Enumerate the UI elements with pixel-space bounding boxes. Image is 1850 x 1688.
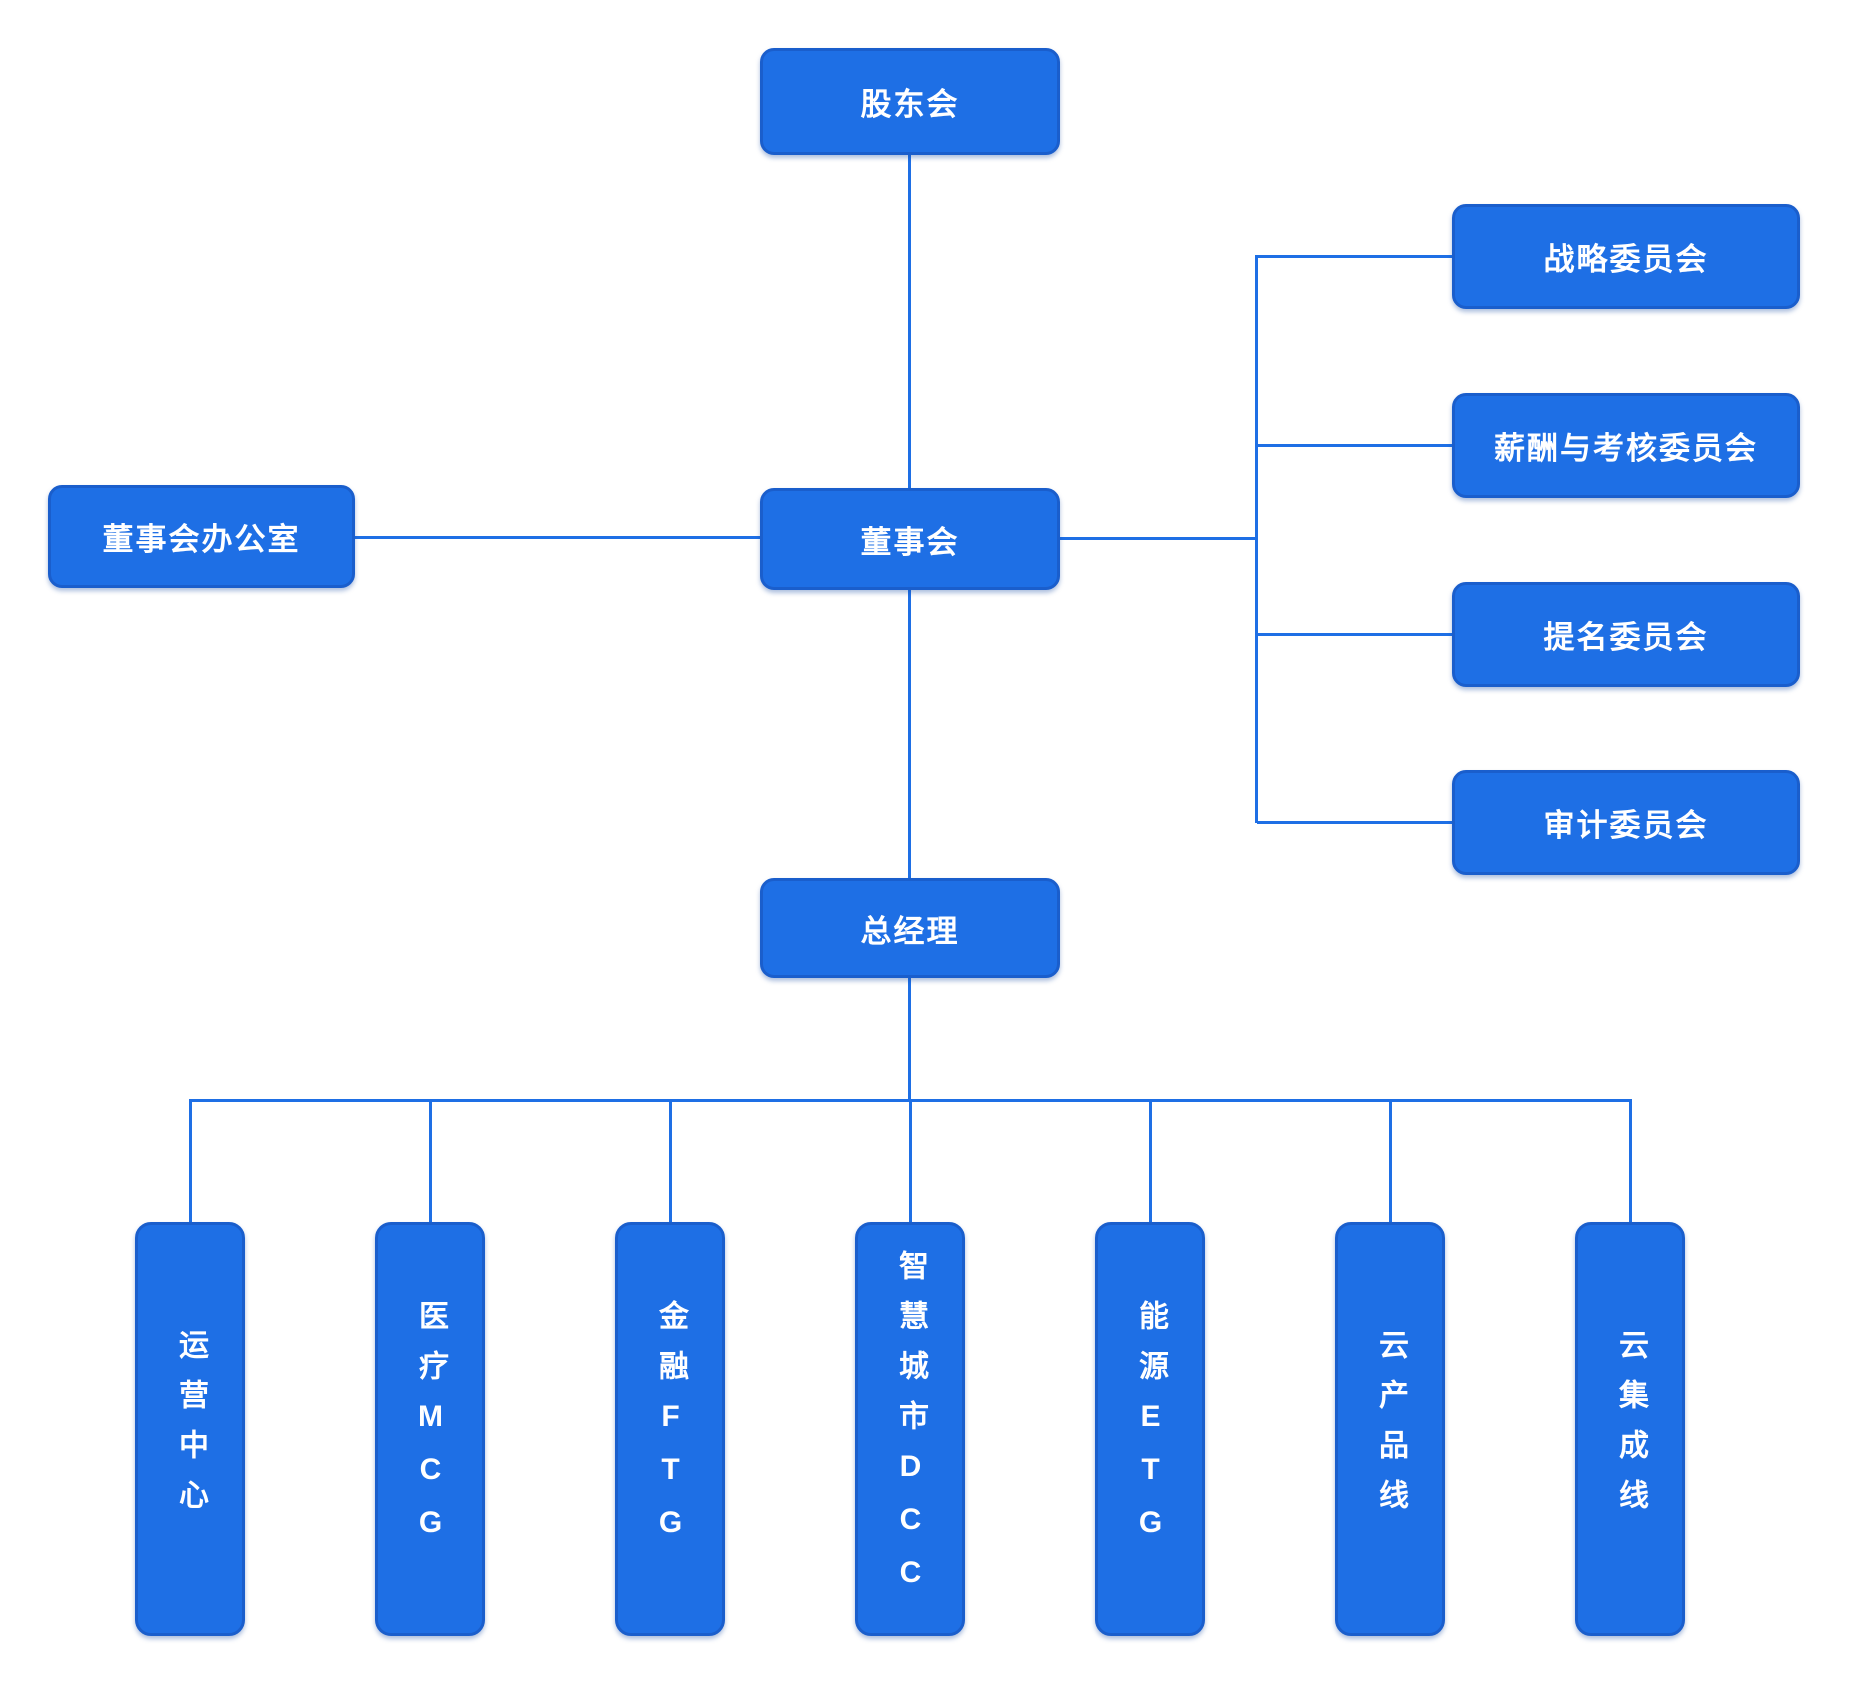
connector-drop-unit-3 [669, 1100, 672, 1222]
node-board[interactable]: 董事会 [760, 488, 1060, 590]
connector-boardoffice-board [355, 536, 760, 539]
connector-shareholders-board [908, 155, 911, 488]
node-committee-audit[interactable]: 审计委员会 [1452, 770, 1800, 875]
node-unit-cloud-product-line[interactable]: 云产品线 [1335, 1222, 1445, 1636]
connector-drop-unit-5 [1149, 1100, 1152, 1222]
node-committee-nomination[interactable]: 提名委员会 [1452, 582, 1800, 687]
connector-drop-unit-4 [909, 1100, 912, 1222]
connector-drop-unit-7 [1629, 1100, 1632, 1222]
connector-branch-committee-4 [1257, 821, 1452, 824]
node-unit-operations-center[interactable]: 运营中心 [135, 1222, 245, 1636]
node-unit-medical-mcg[interactable]: 医疗MCG [375, 1222, 485, 1636]
node-general-manager[interactable]: 总经理 [760, 878, 1060, 978]
connector-branch-committee-3 [1257, 633, 1452, 636]
node-unit-smart-city-dcc[interactable]: 智慧城市DCC [855, 1222, 965, 1636]
connector-committee-trunk [1255, 255, 1258, 823]
connector-drop-unit-6 [1389, 1100, 1392, 1222]
connector-branch-committee-2 [1257, 444, 1452, 447]
node-shareholders[interactable]: 股东会 [760, 48, 1060, 155]
connector-drop-unit-1 [189, 1100, 192, 1222]
node-committee-strategy[interactable]: 战略委员会 [1452, 204, 1800, 309]
connector-board-trunk [1060, 537, 1256, 540]
node-board-office[interactable]: 董事会办公室 [48, 485, 355, 588]
connector-drop-unit-2 [429, 1100, 432, 1222]
node-unit-finance-ftg[interactable]: 金融FTG [615, 1222, 725, 1636]
connector-gm-down [908, 978, 911, 1102]
node-unit-cloud-integration-line[interactable]: 云集成线 [1575, 1222, 1685, 1636]
connector-branch-committee-1 [1257, 255, 1452, 258]
node-committee-compensation[interactable]: 薪酬与考核委员会 [1452, 393, 1800, 498]
node-unit-energy-etg[interactable]: 能源ETG [1095, 1222, 1205, 1636]
connector-board-gm [908, 590, 911, 878]
